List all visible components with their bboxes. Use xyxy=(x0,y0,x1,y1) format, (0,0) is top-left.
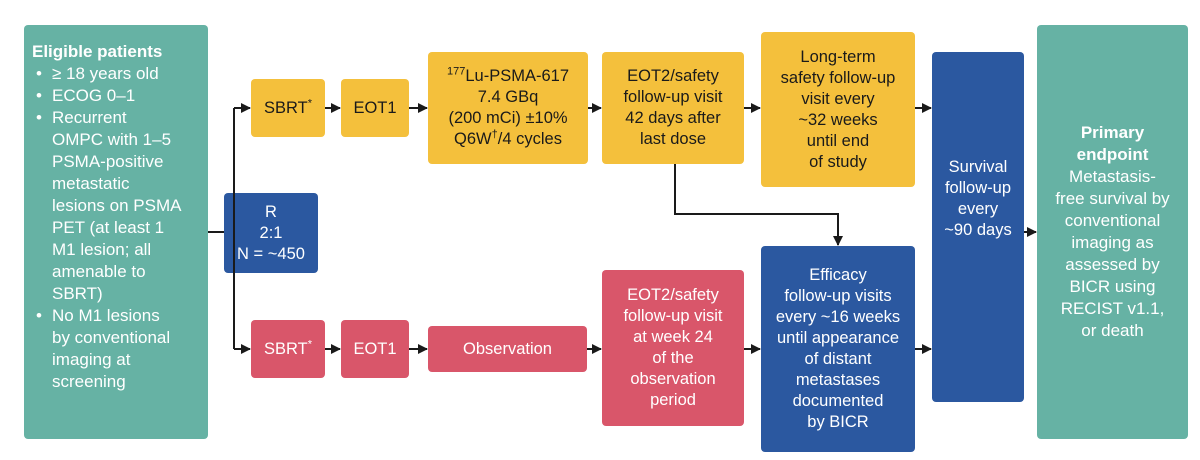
primary-endpoint-title: endpoint xyxy=(1076,145,1149,164)
survival-line: every xyxy=(957,200,999,218)
eot2-line: of the xyxy=(652,349,694,367)
eligibility-item-ompc: Recurrent OMPC with 1–5 PSMA-positive me… xyxy=(32,107,181,305)
efficacy-line: Efficacy xyxy=(809,266,867,284)
primary-endpoint-line: conventional xyxy=(1064,211,1161,230)
long-term-safety-box: Long-term safety follow-up visit every ~… xyxy=(761,32,915,187)
eot1-label: EOT1 xyxy=(353,339,397,358)
eligibility-line: M1 lesion; all xyxy=(52,240,152,259)
eot2-line: observation xyxy=(630,370,716,388)
eligibility-line: amenable to xyxy=(52,262,146,281)
efficacy-line: every ~16 weeks xyxy=(775,308,901,326)
eot2-treatment-arm-box: EOT2/safety follow-up visit 42 days afte… xyxy=(602,52,744,164)
eot2-line: EOT2/safety xyxy=(627,286,719,304)
eligibility-line: SBRT) xyxy=(52,284,103,303)
primary-endpoint-line: free survival by xyxy=(1055,189,1170,208)
efficacy-line: metastases xyxy=(795,371,881,389)
primary-endpoint-line: imaging as xyxy=(1071,233,1154,252)
survival-follow-up-box: Survival follow-up every ~90 days xyxy=(932,52,1024,402)
observation-box: Observation xyxy=(428,326,587,372)
long-term-line: until end xyxy=(806,131,870,150)
eot2-line: period xyxy=(650,391,696,409)
sbrt-footnote-mark: * xyxy=(307,338,312,350)
survival-line: ~90 days xyxy=(944,221,1012,239)
sbrt-footnote-mark: * xyxy=(307,97,312,109)
long-term-line: safety follow-up xyxy=(780,68,896,87)
randomization-n: N = ~450 xyxy=(237,244,305,263)
lu-psma-617-box: 177Lu-PSMA-617 7.4 GBq (200 mCi) ±10% Q6… xyxy=(428,52,588,164)
lu-schedule-line: Q6W†/4 cycles xyxy=(454,129,562,150)
eot2-line: 42 days after xyxy=(625,109,721,127)
primary-endpoint-line: assessed by xyxy=(1065,255,1160,274)
eligibility-line: by conventional xyxy=(52,328,171,347)
eot1-observation-arm-box: EOT1 xyxy=(341,320,409,378)
sbrt-label: SBRT* xyxy=(264,339,312,360)
lu-name-line: 177Lu-PSMA-617 xyxy=(447,66,569,87)
lu-dose: 7.4 GBq xyxy=(477,88,539,106)
randomization-label: R xyxy=(265,202,277,221)
eot2-line: follow-up visit xyxy=(623,88,723,106)
primary-endpoint-box: Primary endpoint Metastasis- free surviv… xyxy=(1037,25,1188,439)
efficacy-line: follow-up visits xyxy=(784,287,892,305)
eligibility-line: lesions on PSMA xyxy=(52,196,182,215)
efficacy-line: documented xyxy=(792,392,884,410)
eot2-line: last dose xyxy=(639,130,707,148)
lu-schedule-footnote: † xyxy=(491,128,498,141)
eligibility-item-age: ≥ 18 years old xyxy=(32,63,181,85)
eligibility-line: ECOG 0–1 xyxy=(52,86,136,105)
eligibility-line: metastatic xyxy=(52,174,130,193)
eligibility-line: PET (at least 1 xyxy=(52,218,165,237)
efficacy-line: by BICR xyxy=(807,413,869,431)
long-term-line: of study xyxy=(809,152,867,171)
long-term-line: Long-term xyxy=(800,47,876,66)
eot2-line: EOT2/safety xyxy=(627,67,719,85)
efficacy-line: until appearance xyxy=(776,329,899,347)
lu-schedule-a: Q6W xyxy=(454,130,492,148)
lu-mci: (200 mCi) ±10% xyxy=(448,109,568,127)
eligible-patients-box: Eligible patients ≥ 18 years old ECOG 0–… xyxy=(24,25,208,439)
primary-endpoint-line: or death xyxy=(1081,321,1144,340)
lu-schedule-b: /4 cycles xyxy=(497,130,562,148)
randomization-box: R 2:1 N = ~450 xyxy=(224,193,318,273)
eligibility-line: ≥ 18 years old xyxy=(52,64,159,83)
lu-isotope-sup: 177 xyxy=(447,65,466,78)
eot2-line: at week 24 xyxy=(633,328,713,346)
eot2-observation-arm-box: EOT2/safety follow-up visit at week 24 o… xyxy=(602,270,744,426)
primary-endpoint-title: Primary xyxy=(1080,123,1145,142)
eligibility-item-ecog: ECOG 0–1 xyxy=(32,85,181,107)
primary-endpoint-line: BICR using xyxy=(1069,277,1156,296)
sbrt-label: SBRT* xyxy=(264,98,312,119)
survival-line: Survival xyxy=(948,158,1008,176)
sbrt-text: SBRT xyxy=(264,339,308,358)
survival-line: follow-up xyxy=(944,179,1012,197)
sbrt-observation-arm-box: SBRT* xyxy=(251,320,325,378)
eligibility-list: ≥ 18 years old ECOG 0–1 Recurrent OMPC w… xyxy=(32,63,181,393)
lu-name: Lu-PSMA-617 xyxy=(465,67,569,85)
eot1-treatment-arm-box: EOT1 xyxy=(341,79,409,137)
sbrt-text: SBRT xyxy=(264,98,308,117)
eligibility-line: imaging at xyxy=(52,350,131,369)
eligibility-item-no-m1: No M1 lesions by conventional imaging at… xyxy=(32,305,181,393)
eligibility-line: No M1 lesions xyxy=(52,306,160,325)
efficacy-follow-up-box: Efficacy follow-up visits every ~16 week… xyxy=(761,246,915,452)
primary-endpoint-line: Metastasis- xyxy=(1069,167,1156,186)
observation-label: Observation xyxy=(463,339,552,358)
eligibility-line: screening xyxy=(52,372,126,391)
randomization-ratio: 2:1 xyxy=(259,223,283,242)
arrow-eot2-treatment-to-efficacy xyxy=(674,164,843,246)
primary-endpoint-line: RECIST v1.1, xyxy=(1060,299,1165,318)
sbrt-treatment-arm-box: SBRT* xyxy=(251,79,325,137)
long-term-line: ~32 weeks xyxy=(798,110,878,129)
eligible-patients-title: Eligible patients xyxy=(32,42,163,61)
eligibility-line: OMPC with 1–5 xyxy=(52,130,172,149)
eligibility-line: PSMA-positive xyxy=(52,152,164,171)
efficacy-line: of distant xyxy=(804,350,872,368)
eot2-line: follow-up visit xyxy=(623,307,723,325)
long-term-line: visit every xyxy=(801,89,875,108)
eligibility-line: Recurrent xyxy=(52,108,127,127)
eot1-label: EOT1 xyxy=(353,98,397,117)
